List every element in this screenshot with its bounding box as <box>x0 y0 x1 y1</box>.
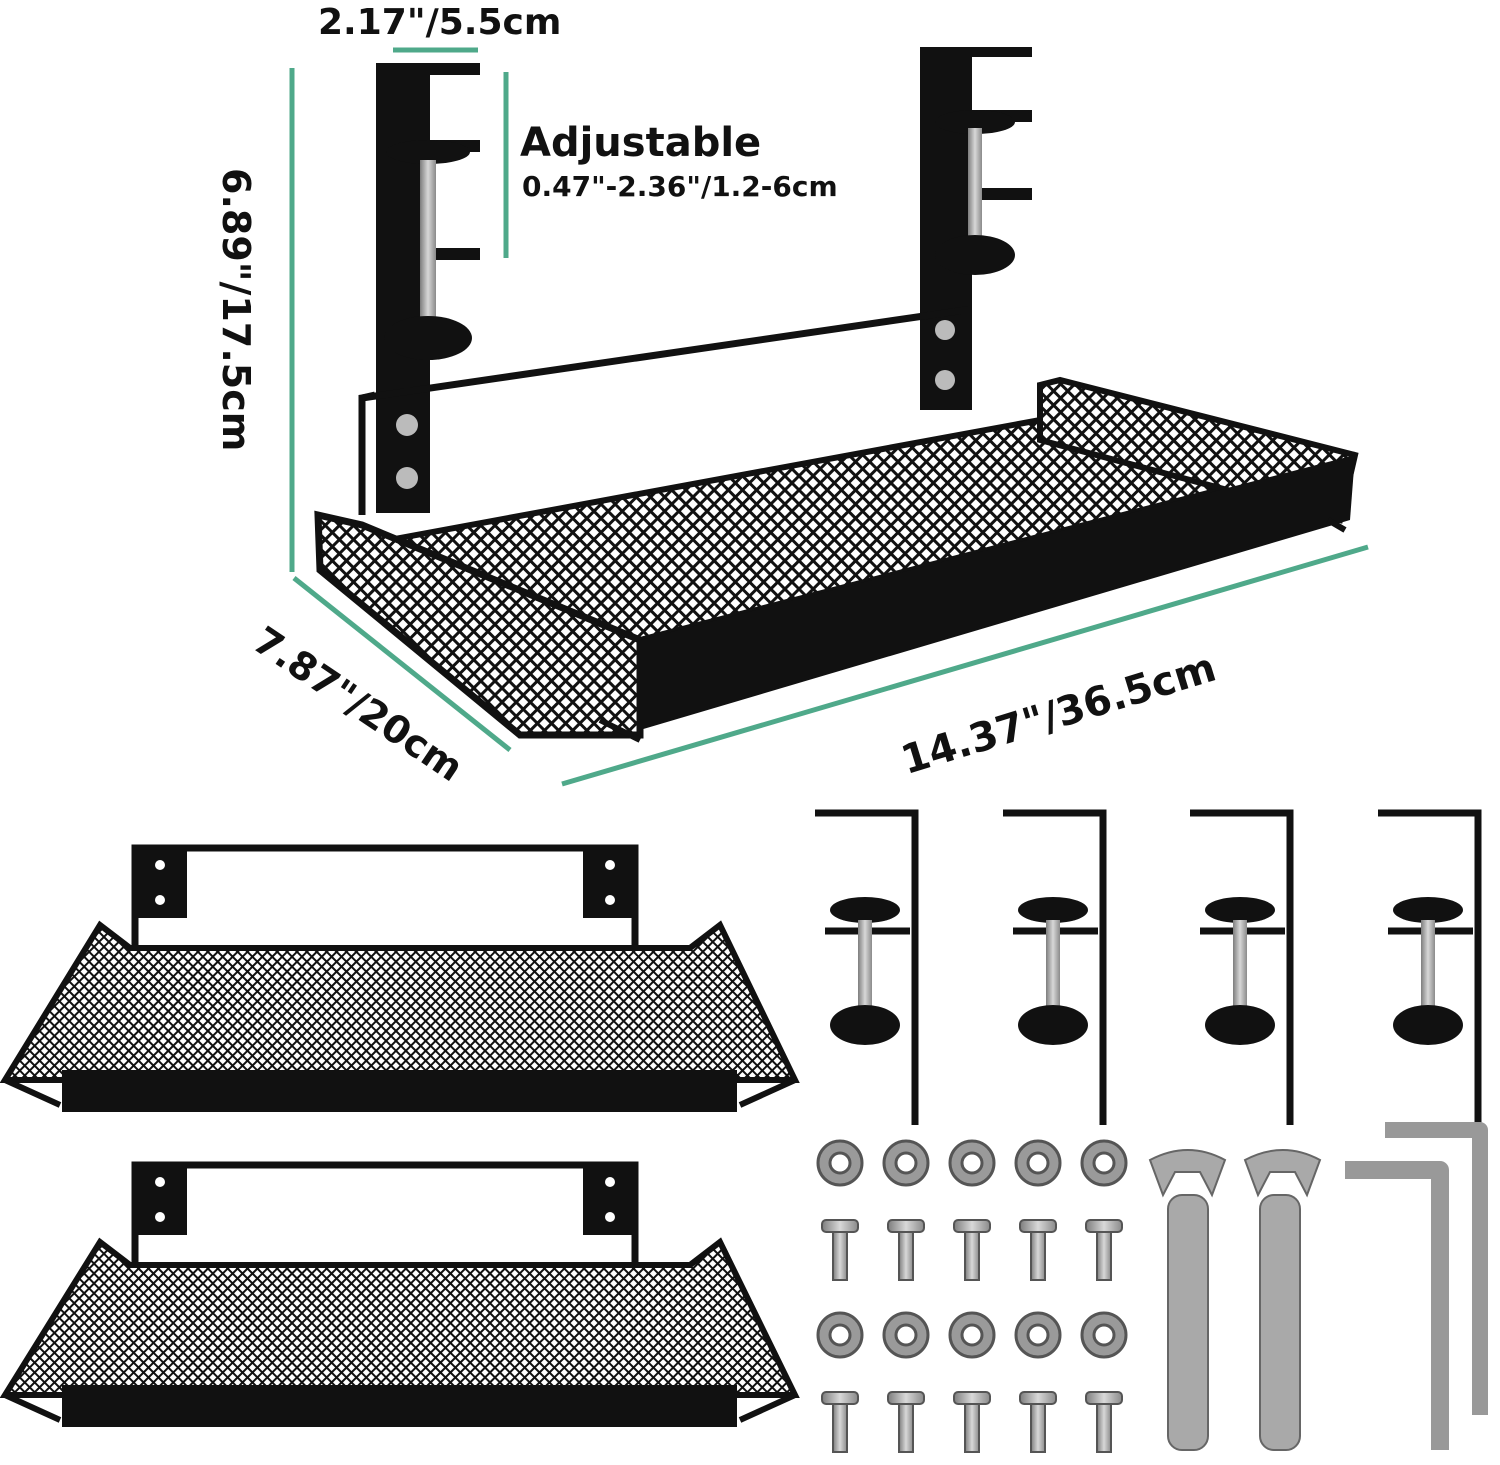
spare-tray-2 <box>0 1161 800 1427</box>
left-clamp <box>376 63 480 513</box>
hex-key-2 <box>1385 1122 1488 1415</box>
nuts-row-1 <box>816 1139 1128 1187</box>
assembled-tray <box>314 47 1359 743</box>
spare-tray-1 <box>0 844 800 1112</box>
back-frame <box>358 305 969 515</box>
length-line <box>561 544 1369 787</box>
wrench-1 <box>1148 1149 1227 1451</box>
adjustable-range-label: 0.47"-2.36"/1.2-6cm <box>522 170 838 203</box>
clamp-2 <box>1003 809 1107 1125</box>
screws-row-1 <box>821 1219 1123 1281</box>
clamp-3 <box>1190 809 1294 1125</box>
clamp-4 <box>1378 809 1482 1125</box>
hex-key-1 <box>1345 1161 1449 1450</box>
clamp-set <box>815 809 1482 1125</box>
tray-front-lip <box>640 455 1355 730</box>
clamp-1 <box>815 809 919 1125</box>
dimension-lines <box>289 47 1369 787</box>
adjustable-title: Adjustable <box>520 120 762 166</box>
nuts-row-2 <box>816 1311 1128 1359</box>
wrench-2 <box>1243 1149 1322 1451</box>
depth-line <box>292 576 512 752</box>
hardware-set <box>816 1139 1128 1453</box>
tray-left-side <box>314 510 644 739</box>
tools <box>1148 1122 1488 1451</box>
right-clamp <box>920 47 1032 410</box>
screws-row-2 <box>821 1391 1123 1453</box>
top-width-label: 2.17"/5.5cm <box>318 2 562 43</box>
height-label: 6.89"/17.5cm <box>214 168 258 452</box>
